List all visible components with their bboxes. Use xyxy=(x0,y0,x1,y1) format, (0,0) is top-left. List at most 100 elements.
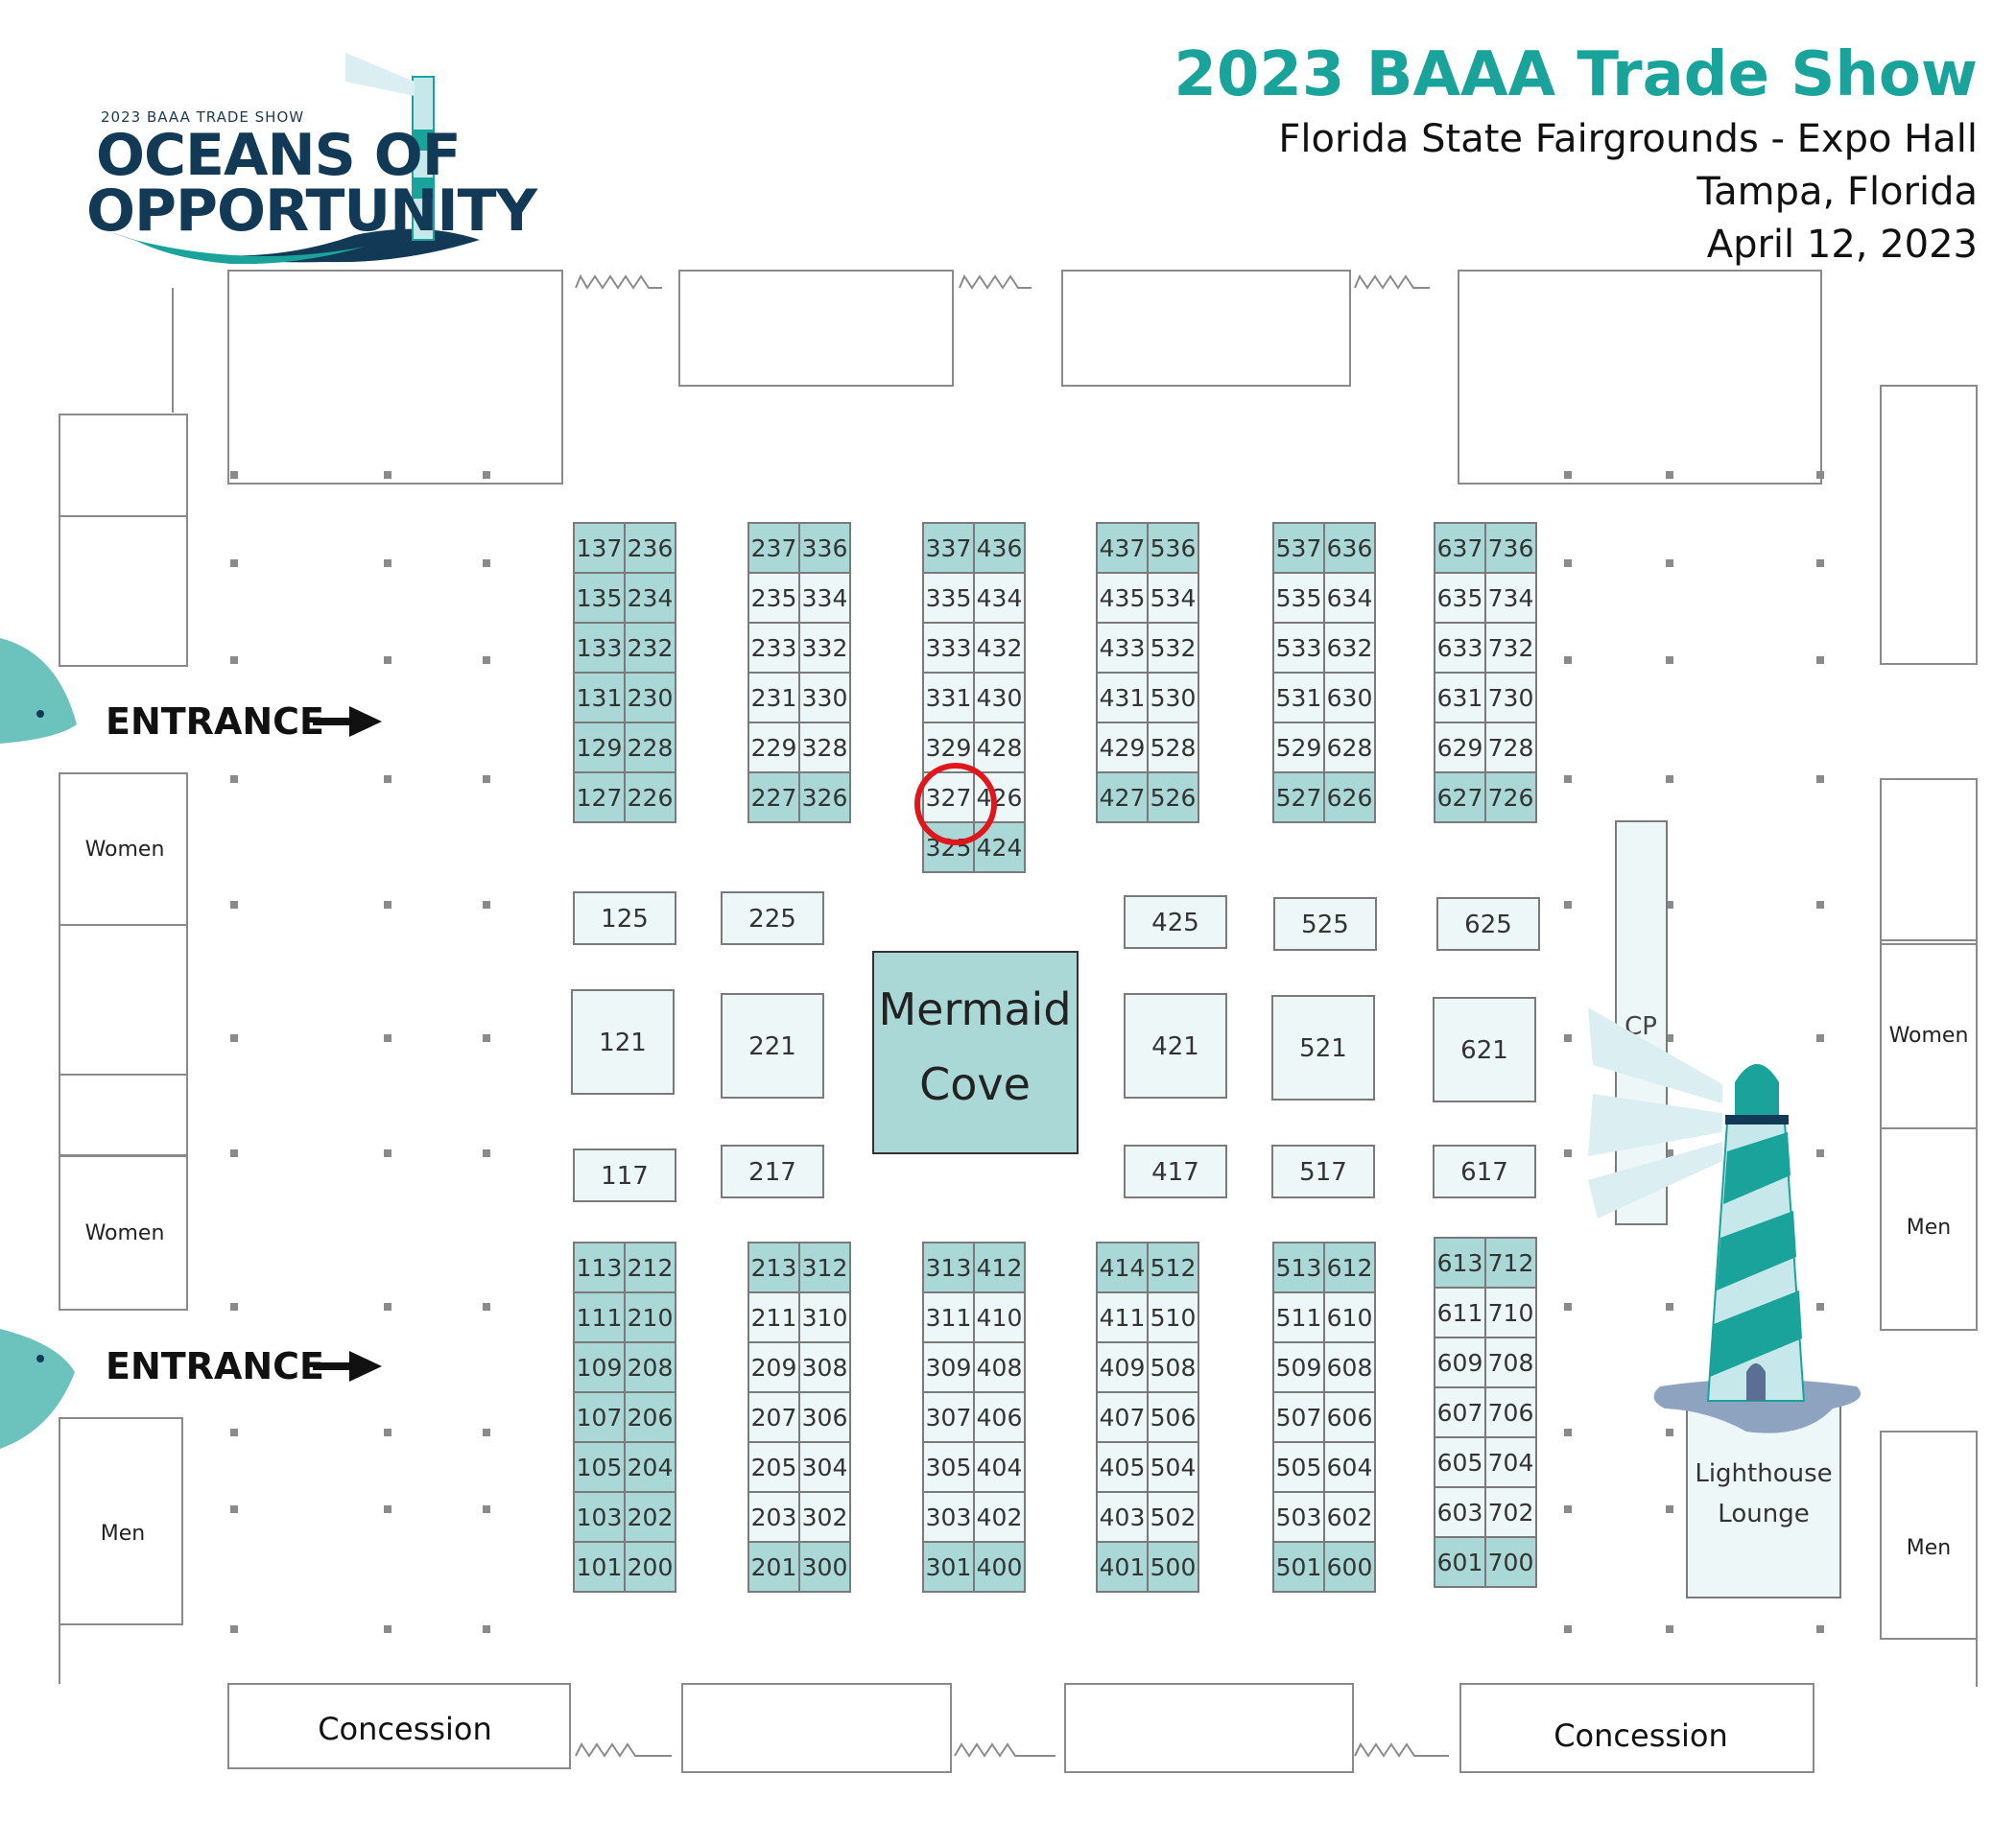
booth-700[interactable]: 700 xyxy=(1484,1536,1537,1588)
booth-611[interactable]: 611 xyxy=(1434,1287,1486,1338)
booth-309[interactable]: 309 xyxy=(922,1341,975,1393)
booth-702[interactable]: 702 xyxy=(1484,1486,1537,1538)
booth-432[interactable]: 432 xyxy=(973,622,1026,674)
booth-cell[interactable] xyxy=(1273,897,1377,951)
mermaid-cove-area[interactable] xyxy=(872,951,1079,1154)
booth-cell[interactable] xyxy=(1096,771,1149,823)
booth-237[interactable]: 237 xyxy=(747,522,800,574)
booth-cell[interactable] xyxy=(1096,1391,1149,1443)
booth-cell[interactable] xyxy=(1484,722,1537,773)
booth-cell[interactable] xyxy=(973,1242,1026,1293)
booth-517[interactable]: 517 xyxy=(1271,1145,1375,1198)
booth-531[interactable]: 531 xyxy=(1272,672,1325,723)
booth-cell[interactable] xyxy=(1323,1291,1376,1343)
booth-507[interactable]: 507 xyxy=(1272,1391,1325,1443)
booth-211[interactable]: 211 xyxy=(747,1291,800,1343)
booth-cell[interactable] xyxy=(1484,771,1537,823)
booth-336[interactable]: 336 xyxy=(798,522,851,574)
booth-cell[interactable] xyxy=(922,1441,975,1493)
booth-cell[interactable] xyxy=(1147,622,1199,674)
booth-cell[interactable] xyxy=(573,1242,626,1293)
booth-117[interactable]: 117 xyxy=(573,1148,676,1202)
booth-cell[interactable] xyxy=(573,1148,676,1202)
booth-cell[interactable] xyxy=(973,1341,1026,1393)
booth-cell[interactable] xyxy=(1272,722,1325,773)
booth-cell[interactable] xyxy=(1484,522,1537,574)
booth-cell[interactable] xyxy=(1096,522,1149,574)
booth-cell[interactable] xyxy=(624,1491,676,1543)
booth-cell[interactable] xyxy=(721,993,824,1099)
booth-427[interactable]: 427 xyxy=(1096,771,1149,823)
booth-407[interactable]: 407 xyxy=(1096,1391,1149,1443)
booth-cell[interactable] xyxy=(721,1145,824,1198)
booth-cell[interactable] xyxy=(624,1341,676,1393)
booth-cell[interactable] xyxy=(1434,1486,1486,1538)
booth-403[interactable]: 403 xyxy=(1096,1491,1149,1543)
booth-cell[interactable] xyxy=(1323,1341,1376,1393)
booth-cell[interactable] xyxy=(1434,622,1486,674)
mermaid-cove[interactable]: Mermaid Cove xyxy=(872,951,1079,1154)
booth-302[interactable]: 302 xyxy=(798,1491,851,1543)
booth-634[interactable]: 634 xyxy=(1323,572,1376,624)
booth-cell[interactable] xyxy=(1323,622,1376,674)
booth-cell[interactable] xyxy=(624,1541,676,1593)
booth-cell[interactable] xyxy=(1272,572,1325,624)
booth-228[interactable]: 228 xyxy=(624,722,676,773)
booth-cell[interactable] xyxy=(1124,993,1227,1099)
booth-cell[interactable] xyxy=(798,1491,851,1543)
booth-303[interactable]: 303 xyxy=(922,1491,975,1543)
booth-233[interactable]: 233 xyxy=(747,622,800,674)
booth-332[interactable]: 332 xyxy=(798,622,851,674)
booth-cell[interactable] xyxy=(747,722,800,773)
booth-cell[interactable] xyxy=(1147,722,1199,773)
booth-cell[interactable] xyxy=(973,1391,1026,1443)
booth-529[interactable]: 529 xyxy=(1272,722,1325,773)
booth-232[interactable]: 232 xyxy=(624,622,676,674)
booth-cell[interactable] xyxy=(1484,1486,1537,1538)
booth-cell[interactable] xyxy=(798,771,851,823)
booth-627[interactable]: 627 xyxy=(1434,771,1486,823)
booth-328[interactable]: 328 xyxy=(798,722,851,773)
booth-525[interactable]: 525 xyxy=(1273,897,1377,951)
booth-113[interactable]: 113 xyxy=(573,1242,626,1293)
booth-cell[interactable] xyxy=(1433,997,1536,1102)
booth-503[interactable]: 503 xyxy=(1272,1491,1325,1543)
booth-cell[interactable] xyxy=(1272,1341,1325,1393)
booth-cell[interactable] xyxy=(624,1391,676,1443)
booth-534[interactable]: 534 xyxy=(1147,572,1199,624)
entrance-top[interactable]: ENTRANCE xyxy=(106,700,382,743)
booth-cell[interactable] xyxy=(798,672,851,723)
booth-cell[interactable] xyxy=(1484,1436,1537,1488)
booth-436[interactable]: 436 xyxy=(973,522,1026,574)
booth-cell[interactable] xyxy=(747,1441,800,1493)
booth-cell[interactable] xyxy=(747,672,800,723)
booth-437[interactable]: 437 xyxy=(1096,522,1149,574)
booth-426[interactable]: 426 xyxy=(973,771,1026,823)
booth-227[interactable]: 227 xyxy=(747,771,800,823)
booth-cell[interactable] xyxy=(1124,895,1227,949)
booth-606[interactable]: 606 xyxy=(1323,1391,1376,1443)
booth-cell[interactable] xyxy=(973,1491,1026,1543)
booth-300[interactable]: 300 xyxy=(798,1541,851,1593)
booth-cell[interactable] xyxy=(1147,1242,1199,1293)
booth-cell[interactable] xyxy=(573,572,626,624)
booth-603[interactable]: 603 xyxy=(1434,1486,1486,1538)
booth-125[interactable]: 125 xyxy=(573,891,676,945)
booth-cell[interactable] xyxy=(747,1391,800,1443)
booth-226[interactable]: 226 xyxy=(624,771,676,823)
booth-605[interactable]: 605 xyxy=(1434,1436,1486,1488)
booth-201[interactable]: 201 xyxy=(747,1541,800,1593)
booth-409[interactable]: 409 xyxy=(1096,1341,1149,1393)
booth-cell[interactable] xyxy=(973,1441,1026,1493)
booth-313[interactable]: 313 xyxy=(922,1242,975,1293)
booth-604[interactable]: 604 xyxy=(1323,1441,1376,1493)
booth-532[interactable]: 532 xyxy=(1147,622,1199,674)
booth-613[interactable]: 613 xyxy=(1434,1237,1486,1289)
booth-609[interactable]: 609 xyxy=(1434,1337,1486,1388)
booth-732[interactable]: 732 xyxy=(1484,622,1537,674)
booth-cell[interactable] xyxy=(973,771,1026,823)
booth-528[interactable]: 528 xyxy=(1147,722,1199,773)
booth-cell[interactable] xyxy=(973,722,1026,773)
booth-129[interactable]: 129 xyxy=(573,722,626,773)
booth-527[interactable]: 527 xyxy=(1272,771,1325,823)
